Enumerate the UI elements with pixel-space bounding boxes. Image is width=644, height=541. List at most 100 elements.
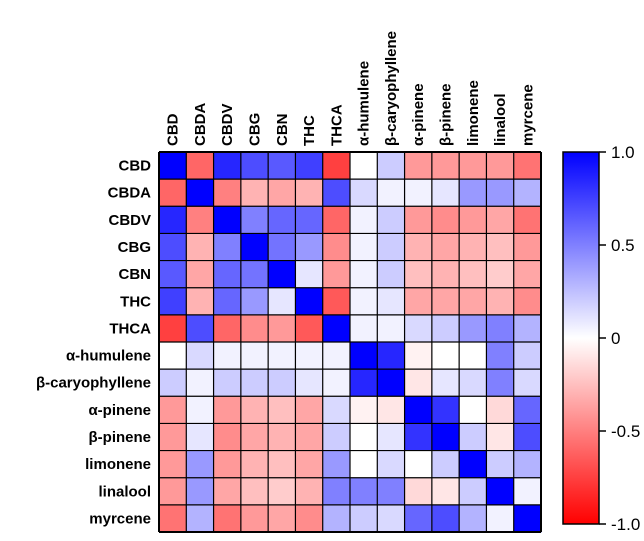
heatmap-cell — [295, 152, 324, 180]
heatmap-cell — [186, 206, 214, 234]
heatmap-cell — [513, 179, 542, 207]
heatmap-cell — [295, 423, 324, 451]
heatmap-cell — [459, 369, 487, 397]
heatmap-cell — [240, 260, 269, 289]
row-label: α-pinene — [88, 402, 151, 419]
heatmap-cell — [431, 287, 460, 316]
row-label: THC — [120, 293, 151, 310]
colorbar-ticks: 1.00.50-0.5-1.0 — [599, 143, 640, 534]
heatmap-cell — [213, 152, 242, 180]
heatmap-cell — [186, 450, 214, 479]
column-label: linalool — [492, 94, 509, 146]
heatmap-cell — [459, 233, 487, 261]
colorbar-tick-label: 1.0 — [611, 143, 635, 162]
heatmap-cell — [322, 504, 351, 533]
row-label: CBD — [119, 158, 152, 175]
heatmap-cell — [268, 369, 296, 397]
row-label: CBN — [119, 266, 152, 283]
heatmap-cell — [377, 260, 405, 289]
heatmap-cell — [213, 369, 242, 397]
heatmap-cell — [486, 450, 515, 479]
column-label: CBN — [274, 114, 291, 147]
heatmap-cell — [268, 396, 296, 424]
heatmap-cell — [486, 314, 515, 343]
heatmap-cell — [295, 450, 324, 479]
heatmap-cell — [404, 396, 433, 424]
heatmap-cell — [268, 314, 296, 343]
heatmap-cell — [159, 287, 187, 316]
heatmap-cell — [486, 423, 515, 451]
heatmap-cell — [322, 206, 351, 234]
heatmap-cell — [159, 206, 187, 234]
heatmap-cell — [404, 369, 433, 397]
heatmap-cell — [486, 396, 515, 424]
heatmap-cell — [159, 179, 187, 207]
heatmap-cell — [513, 152, 542, 180]
heatmap-cell — [404, 314, 433, 343]
heatmap-cell — [431, 342, 460, 370]
heatmap-cell — [486, 233, 515, 261]
heatmap-cell — [431, 260, 460, 289]
heatmap-cell — [459, 152, 487, 180]
heatmap-cell — [486, 342, 515, 370]
column-label: myrcene — [519, 84, 536, 146]
heatmap-cell — [377, 287, 405, 316]
heatmap-cell — [322, 314, 351, 343]
heatmap-cell — [513, 396, 542, 424]
heatmap-cell — [268, 423, 296, 451]
heatmap-cell — [513, 477, 542, 506]
row-label: CBDV — [108, 212, 151, 229]
heatmap-cell — [268, 206, 296, 234]
heatmap-cell — [513, 450, 542, 479]
heatmap-cell — [268, 152, 296, 180]
heatmap-cell — [240, 450, 269, 479]
column-label: CBG — [247, 113, 264, 146]
row-label: β-pinene — [89, 429, 152, 446]
heatmap-cell — [459, 287, 487, 316]
column-label: α-humulene — [356, 61, 373, 146]
heatmap-cell — [404, 342, 433, 370]
heatmap-cell — [404, 260, 433, 289]
heatmap-cell — [240, 233, 269, 261]
heatmap-cell — [459, 342, 487, 370]
heatmap-cell — [268, 233, 296, 261]
heatmap-cell — [268, 179, 296, 207]
heatmap-cell — [186, 504, 214, 533]
heatmap-cell — [404, 233, 433, 261]
heatmap-cell — [459, 206, 487, 234]
heatmap-cell — [377, 450, 405, 479]
row-label: limonene — [85, 456, 151, 473]
heatmap-cell — [213, 342, 242, 370]
heatmap-cell — [322, 369, 351, 397]
heatmap-cell — [322, 260, 351, 289]
heatmap-cell — [295, 179, 324, 207]
heatmap-cell — [513, 423, 542, 451]
column-label: β-caryophyllene — [383, 31, 400, 146]
heatmap-cell — [513, 233, 542, 261]
heatmap-cell — [431, 477, 460, 506]
column-label: β-pinene — [438, 84, 455, 147]
heatmap-cell — [513, 314, 542, 343]
heatmap-cell — [159, 423, 187, 451]
column-label: limonene — [465, 80, 482, 146]
heatmap-cell — [431, 396, 460, 424]
heatmap-cell — [350, 396, 378, 424]
heatmap-cell — [513, 369, 542, 397]
heatmap-cell — [322, 342, 351, 370]
heatmap-cell — [213, 260, 242, 289]
heatmap-cell — [431, 233, 460, 261]
heatmap-cell — [486, 477, 515, 506]
heatmap-cell — [186, 423, 214, 451]
heatmap-cell — [295, 477, 324, 506]
heatmap-cell — [459, 504, 487, 533]
heatmap-cell — [350, 423, 378, 451]
heatmap-cell — [377, 206, 405, 234]
heatmap-cell — [404, 423, 433, 451]
row-label: β-caryophyllene — [36, 375, 151, 392]
heatmap-cell — [268, 342, 296, 370]
heatmap-cell — [459, 179, 487, 207]
heatmap-cell — [513, 504, 542, 533]
heatmap-cell — [377, 369, 405, 397]
heatmap-cell — [295, 206, 324, 234]
